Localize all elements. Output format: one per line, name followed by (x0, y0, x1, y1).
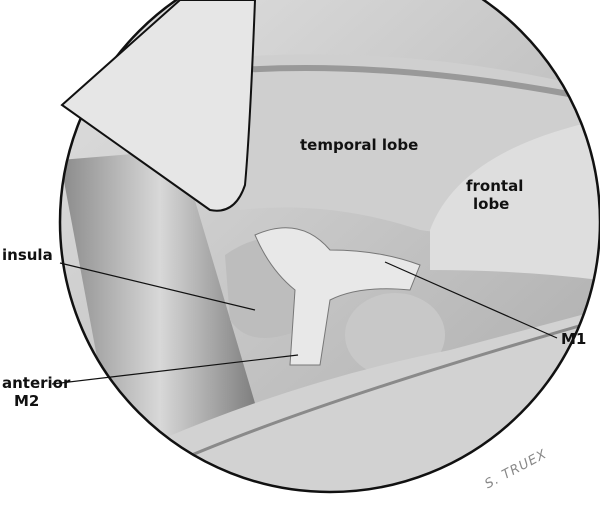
label-lobe: lobe (473, 195, 510, 213)
field-outline (58, 0, 600, 494)
label-insula: insula (2, 246, 53, 264)
label-m2: M2 (14, 392, 40, 410)
mca-vessels (254, 227, 421, 366)
label-temporal-lobe: temporal lobe (300, 136, 419, 154)
label-anterior: anterior (2, 374, 71, 392)
label-m1: M1 (561, 330, 587, 348)
vessel-bulge (345, 293, 445, 377)
label-frontal: frontal (466, 177, 524, 195)
frontal-lobe (430, 120, 600, 280)
retractor-blade (60, 0, 257, 212)
leader-lines (51, 261, 558, 385)
